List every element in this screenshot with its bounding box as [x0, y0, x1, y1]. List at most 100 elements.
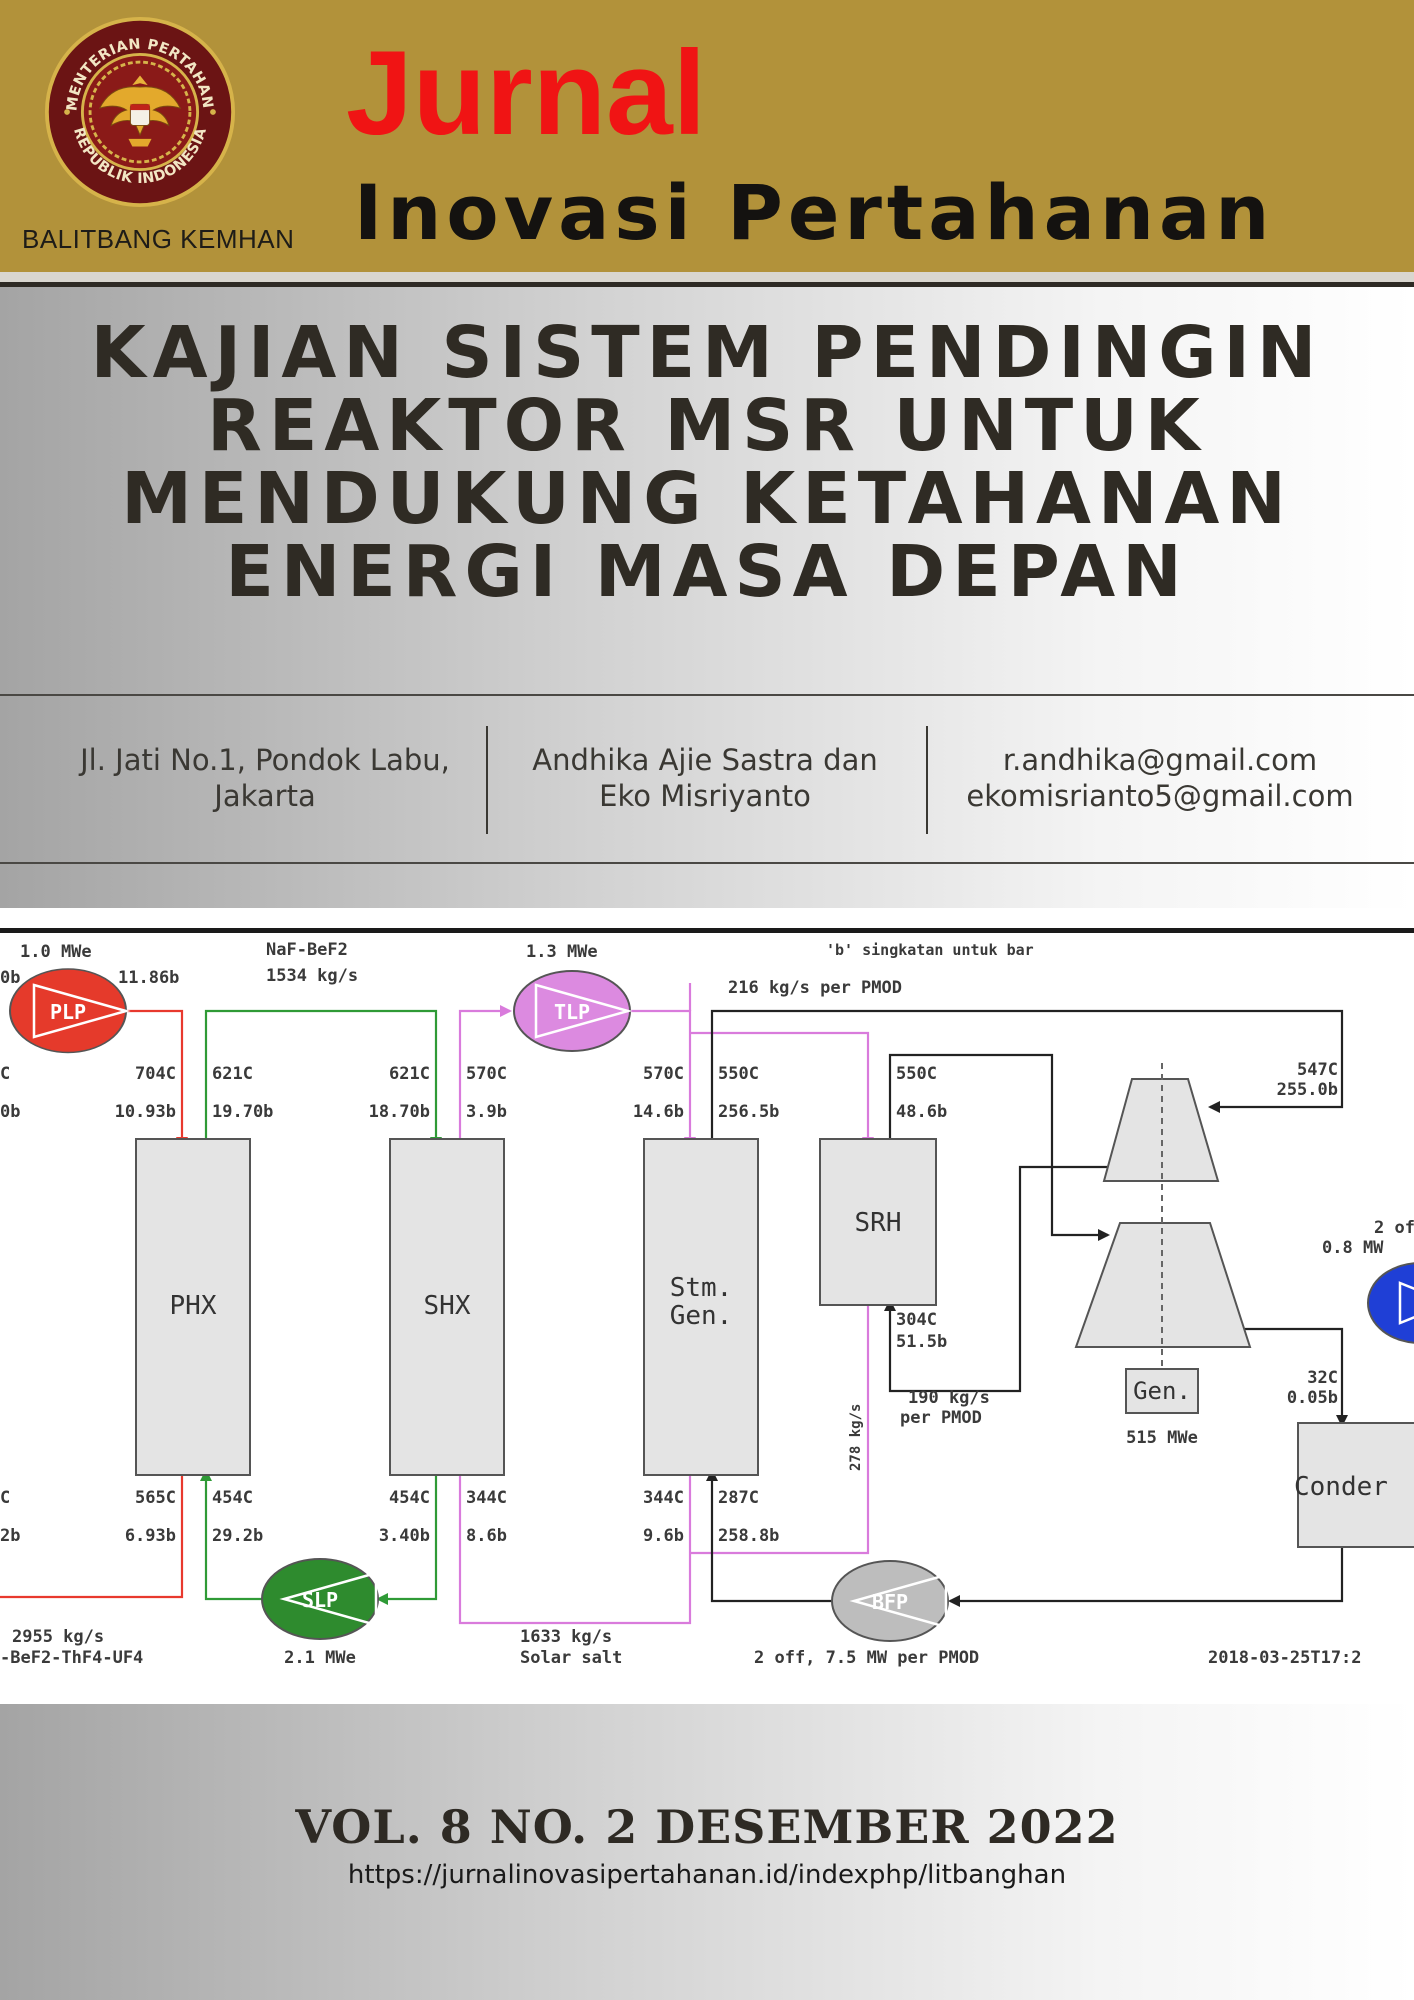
shx-label: SHX — [424, 1291, 471, 1321]
phx-outlet-pressure: 6.93b — [125, 1526, 176, 1546]
garuda-emblem-icon — [98, 75, 182, 147]
turbine-inlet-temp: 547C — [1297, 1060, 1338, 1080]
salt-flow: 1534 kg/s — [266, 966, 358, 986]
primary-pipe-return — [0, 1473, 184, 1599]
primary-salt: -BeF2-ThF4-UF4 — [0, 1648, 143, 1668]
steam-pipe-to-turbine — [710, 1009, 1344, 1145]
shx-bottom-out-pressure: 8.6b — [466, 1526, 507, 1546]
journal-url[interactable]: https://jurnalinovasipertahanan.id/index… — [347, 1860, 1067, 1890]
phx-inlet-temp: 704C — [135, 1064, 176, 1084]
salt-name: NaF-BeF2 — [266, 940, 348, 960]
bfp-pump: BFP — [831, 1560, 949, 1642]
tertiary-pipe-shx-to-tlp — [458, 1009, 510, 1145]
email-line: r.andhika@gmail.com — [1002, 743, 1318, 777]
plp-label: PLP — [50, 1000, 86, 1024]
steam-pipe-srh-to-lp — [888, 1053, 1108, 1237]
shx-outlet-pressure: 3.9b — [466, 1102, 507, 1122]
shx-bottom-in-temp: 454C — [389, 1488, 430, 1508]
sg-outlet-temp: 550C — [718, 1064, 759, 1084]
shx-inlet-temp: 621C — [389, 1064, 430, 1084]
phx-outlet-temp: 565C — [135, 1488, 176, 1508]
steam-generator: Stm. Gen. — [643, 1138, 759, 1476]
steam-flow: 216 kg/s per PMOD — [728, 978, 902, 998]
riser-flow: 278 kg/s — [848, 1404, 864, 1471]
bfp-power: 2 off, 7.5 MW per PMOD — [754, 1648, 979, 1668]
header-divider-dark — [0, 282, 1414, 287]
water-pipe-bfp-to-sg — [710, 1473, 832, 1603]
phx-secondary-out-temp: 621C — [212, 1064, 253, 1084]
condenser: Conder — [1294, 1422, 1414, 1548]
diagram-timestamp: 2018-03-25T17:2 — [1208, 1648, 1362, 1668]
phx-inlet-pressure: 10.93b — [115, 1102, 176, 1122]
author-line: Andhika Ajie Sastra dan — [532, 743, 878, 777]
tertiary-pipe-to-srh — [690, 1031, 870, 1145]
journal-name: Inovasi Pertahanan — [354, 168, 1275, 257]
solar-salt-flow: 1633 kg/s — [520, 1627, 612, 1647]
shx-exchanger: SHX — [389, 1138, 505, 1476]
srh-outlet-temp: 550C — [896, 1064, 937, 1084]
ministry-seal: KEMENTERIAN PERTAHANAN REPUBLIK INDONESI… — [44, 16, 236, 208]
water-pipe-condenser-to-bfp — [950, 1513, 1344, 1603]
info-separator — [926, 726, 928, 834]
tlp-label: TLP — [554, 1000, 590, 1024]
slp-pump: SLP — [261, 1558, 379, 1640]
steam-generator-label-1: Stm. — [670, 1273, 733, 1303]
shx-outlet-temp: 570C — [466, 1064, 507, 1084]
srh-flow: 190 kg/s — [908, 1388, 990, 1408]
generator-power: 515 MWe — [1126, 1428, 1198, 1448]
secondary-pipe-to-slp — [380, 1473, 438, 1601]
sg-inlet-pressure: 14.6b — [633, 1102, 684, 1122]
title-line: KAJIAN SISTEM PENDINGIN — [90, 311, 1324, 394]
secondary-pipe-to-phx — [204, 1473, 262, 1601]
steam-pipe-lp-to-condenser — [1244, 1327, 1344, 1423]
title-line: MENDUKUNG KETAHANAN — [121, 457, 1293, 540]
plp-pump: PLP — [9, 968, 131, 1054]
sg-bottom-out-temp: 287C — [718, 1488, 759, 1508]
left-bottom-temp: C — [0, 1488, 10, 1508]
steam-pipe-hp-to-srh — [888, 1165, 1108, 1393]
email-line: ekomisrianto5@gmail.com — [966, 779, 1354, 813]
sg-bottom-in-temp: 344C — [643, 1488, 684, 1508]
plp-power: 1.0 MWe — [20, 942, 92, 962]
secondary-pipe-top — [204, 1009, 438, 1145]
authors-block: Andhika Ajie Sastra dan Eko Misriyanto — [500, 742, 910, 822]
address-block: Jl. Jati No.1, Pondok Labu, Jakarta — [60, 742, 470, 822]
shx-inlet-pressure: 18.70b — [369, 1102, 430, 1122]
steam-generator-label-2: Gen. — [670, 1301, 733, 1331]
publisher-label: BALITBANG KEMHAN — [22, 224, 295, 254]
primary-pipe-to-phx — [118, 1009, 184, 1145]
volume-label: VOL. 8 NO. 2 DESEMBER 2022 — [295, 1800, 1119, 1854]
shx-bottom-in-pressure: 3.40b — [379, 1526, 430, 1546]
left-top-temp: C — [0, 1064, 10, 1084]
tlp-power: 1.3 MWe — [526, 942, 598, 962]
phx-exchanger: PHX — [135, 1138, 251, 1476]
pump-2-power: 0.8 MW — [1322, 1238, 1384, 1258]
phx-secondary-in-temp: 454C — [212, 1488, 253, 1508]
header-divider-light — [0, 272, 1414, 282]
phx-label: PHX — [170, 1291, 217, 1321]
condenser-label: Conder — [1294, 1472, 1388, 1502]
srh-reheater: SRH — [819, 1138, 937, 1306]
info-bottom-rule — [0, 862, 1414, 864]
title-line: REAKTOR MSR UNTUK — [207, 384, 1207, 467]
plp-outlet-pressure: 11.86b — [118, 968, 179, 988]
article-title: KAJIAN SISTEM PENDINGIN REAKTOR MSR UNTU… — [0, 316, 1414, 608]
bfp-label: BFP — [872, 1590, 908, 1614]
sg-inlet-temp: 570C — [643, 1064, 684, 1084]
phx-secondary-out-pressure: 19.70b — [212, 1102, 273, 1122]
info-separator — [486, 726, 488, 834]
condensate-pump-partial — [1367, 1262, 1414, 1344]
figure-top-rule — [0, 928, 1414, 933]
sg-bottom-out-pressure: 258.8b — [718, 1526, 779, 1546]
address-line: Jakarta — [214, 779, 316, 813]
sg-bottom-in-pressure: 9.6b — [643, 1526, 684, 1546]
bar-note: 'b' singkatan untuk bar — [826, 941, 1034, 959]
shx-bottom-out-temp: 344C — [466, 1488, 507, 1508]
primary-flow: 2955 kg/s — [12, 1627, 104, 1647]
header-band: KEMENTERIAN PERTAHANAN REPUBLIK INDONESI… — [0, 0, 1414, 272]
email-block: r.andhika@gmail.com ekomisrianto5@gmail.… — [940, 742, 1380, 822]
cooling-system-diagram: PHX SHX Stm. Gen. SRH — [0, 940, 1414, 1668]
srh-flow-unit: per PMOD — [900, 1408, 982, 1428]
left-top-pressure: 0b — [0, 1102, 20, 1122]
